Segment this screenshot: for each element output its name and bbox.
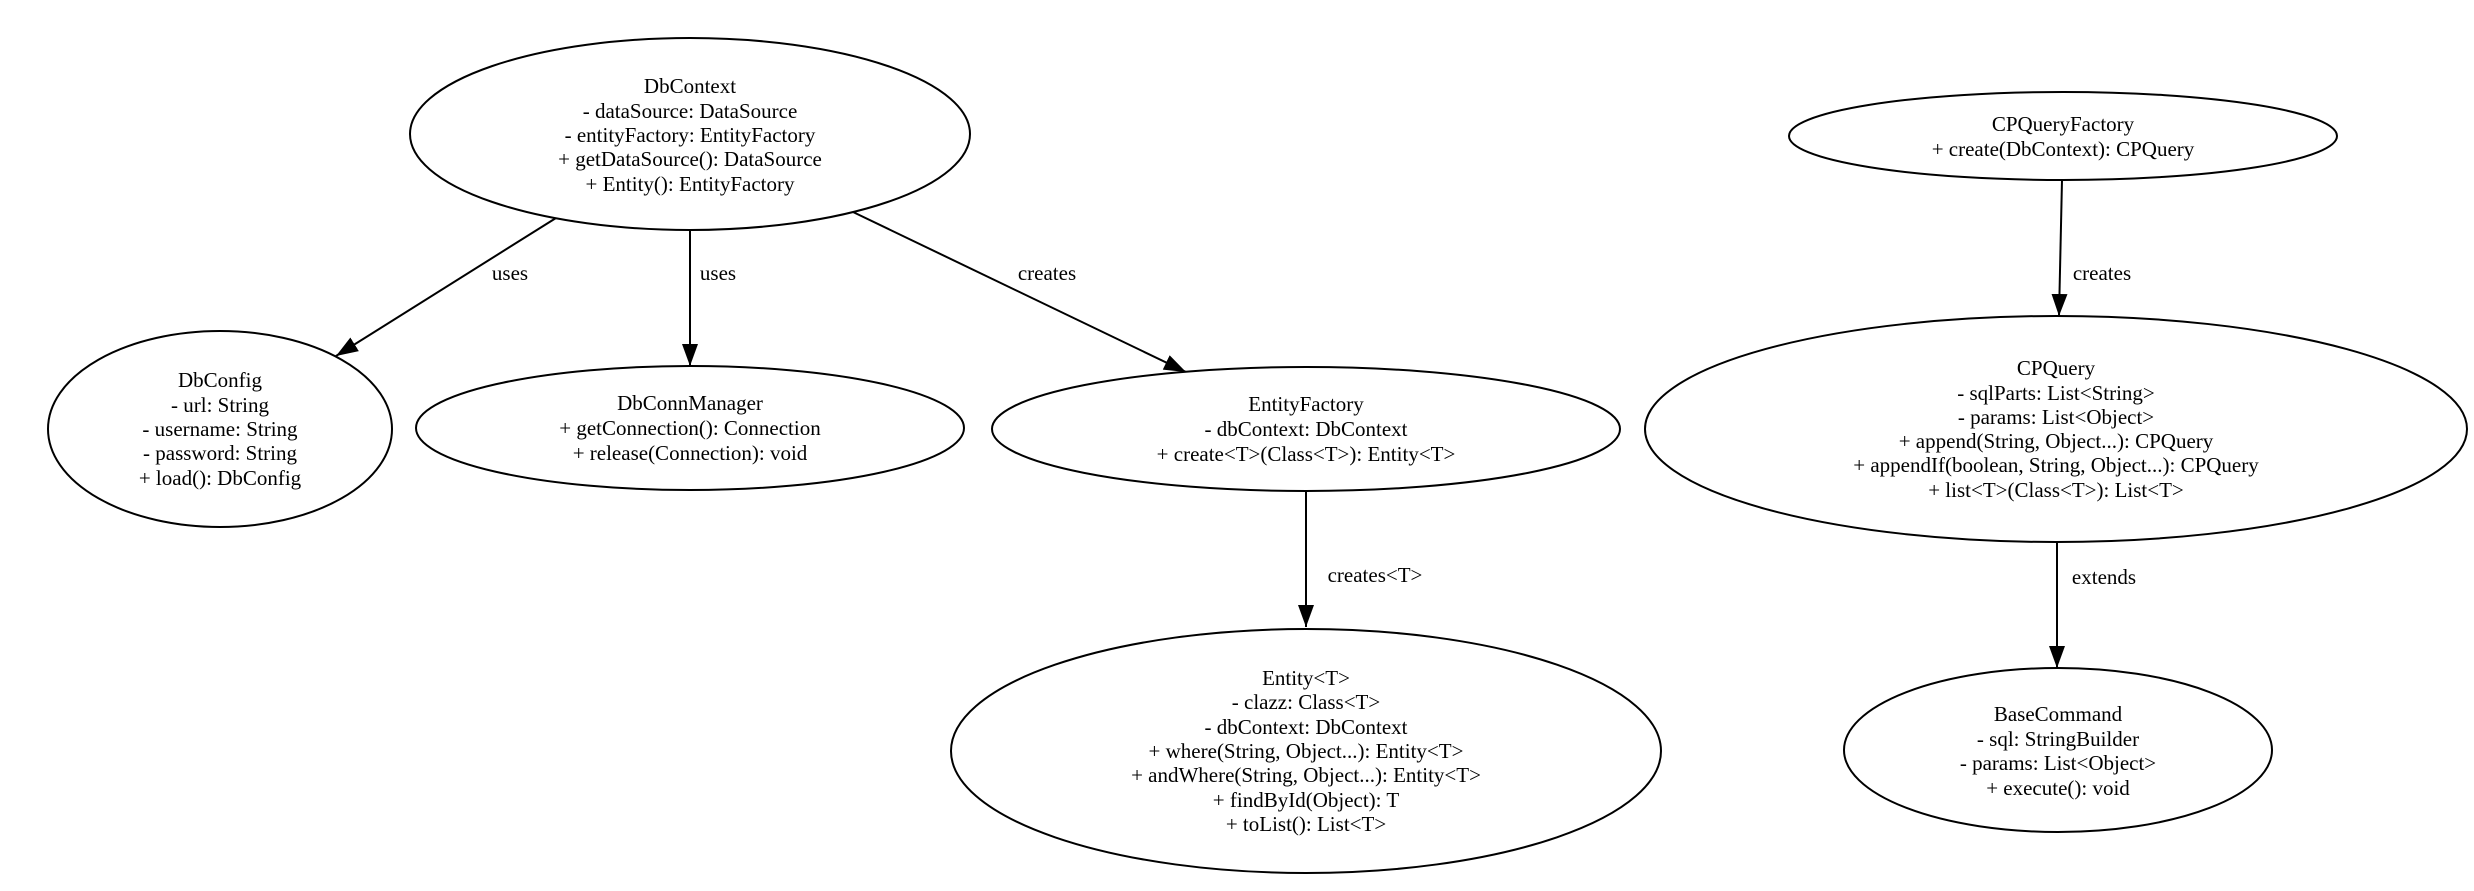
class-node-cpqueryfactory: CPQueryFactory + create(DbContext): CPQu… bbox=[1788, 91, 2338, 181]
edge-label: uses bbox=[700, 261, 736, 285]
edge-label: creates bbox=[2073, 261, 2131, 285]
class-member: - url: String bbox=[171, 393, 269, 417]
class-title: CPQueryFactory bbox=[1992, 112, 2135, 136]
class-member: + execute(): void bbox=[1986, 776, 2130, 800]
class-member: + where(String, Object...): Entity<T> bbox=[1149, 739, 1464, 763]
edge-entityfactory-entity: creates<T> bbox=[1298, 491, 1423, 627]
edge-cpquery-basecommand: extends bbox=[2049, 542, 2136, 668]
cpquery-ellipse bbox=[1644, 315, 2468, 543]
edge-dbcontext-dbconfig: uses bbox=[335, 217, 557, 357]
class-member: + toList(): List<T> bbox=[1226, 812, 1386, 836]
class-member: + Entity(): EntityFactory bbox=[586, 172, 795, 196]
class-node-dbcontext: DbContext - dataSource: DataSource - ent… bbox=[409, 37, 971, 231]
edge-line bbox=[2051, 179, 2068, 317]
class-member: + load(): DbConfig bbox=[139, 466, 302, 490]
cpqueryfactory-ellipse bbox=[1788, 91, 2338, 181]
edge-label: uses bbox=[492, 261, 528, 285]
class-member: - entityFactory: EntityFactory bbox=[565, 123, 816, 147]
edge-cpqueryfactory-cpquery: creates bbox=[2051, 179, 2131, 317]
edge-dbcontext-entityfactory: creates bbox=[852, 211, 1187, 373]
edge-label: creates<T> bbox=[1328, 563, 1423, 587]
class-title: CPQuery bbox=[2017, 356, 2096, 380]
class-member: + append(String, Object...): CPQuery bbox=[1899, 429, 2214, 453]
class-title: DbContext bbox=[644, 74, 736, 98]
class-member: + appendIf(boolean, String, Object...): … bbox=[1853, 453, 2259, 477]
class-title: DbConfig bbox=[178, 368, 263, 392]
class-member: - sql: StringBuilder bbox=[1977, 727, 2139, 751]
edge-label: extends bbox=[2072, 565, 2136, 589]
class-member: - params: List<Object> bbox=[1960, 751, 2156, 775]
dbconnmanager-ellipse bbox=[415, 365, 965, 491]
class-member: + create(DbContext): CPQuery bbox=[1932, 137, 2195, 161]
class-member: + findById(Object): T bbox=[1213, 788, 1400, 812]
class-member: - params: List<Object> bbox=[1958, 405, 2154, 429]
edge-label: creates bbox=[1018, 261, 1076, 285]
basecommand-ellipse bbox=[1843, 667, 2273, 833]
dbconfig-ellipse bbox=[47, 330, 393, 528]
class-member: + andWhere(String, Object...): Entity<T> bbox=[1131, 763, 1481, 787]
dbcontext-ellipse bbox=[409, 37, 971, 231]
entityfactory-ellipse bbox=[991, 366, 1621, 492]
class-member: + create<T>(Class<T>): Entity<T> bbox=[1157, 442, 1456, 466]
class-member: - dataSource: DataSource bbox=[583, 99, 798, 123]
class-member: + getDataSource(): DataSource bbox=[558, 147, 822, 171]
class-member: - password: String bbox=[143, 441, 297, 465]
class-title: EntityFactory bbox=[1248, 392, 1364, 416]
class-node-basecommand: BaseCommand - sql: StringBuilder - param… bbox=[1843, 667, 2273, 833]
edge-line bbox=[852, 211, 1187, 373]
class-title: BaseCommand bbox=[1994, 702, 2123, 726]
edge-dbcontext-dbconnmanager: uses bbox=[682, 230, 736, 366]
class-member: + release(Connection): void bbox=[573, 441, 808, 465]
edge-line bbox=[335, 217, 557, 357]
class-member: - dbContext: DbContext bbox=[1205, 417, 1408, 441]
class-node-dbconnmanager: DbConnManager + getConnection(): Connect… bbox=[415, 365, 965, 491]
class-node-entity: Entity<T> - clazz: Class<T> - dbContext:… bbox=[950, 628, 1662, 874]
class-member: - clazz: Class<T> bbox=[1232, 690, 1380, 714]
class-member: - dbContext: DbContext bbox=[1205, 715, 1408, 739]
class-member: + list<T>(Class<T>): List<T> bbox=[1928, 478, 2184, 502]
class-node-entityfactory: EntityFactory - dbContext: DbContext + c… bbox=[991, 366, 1621, 492]
class-member: + getConnection(): Connection bbox=[559, 416, 821, 440]
class-title: DbConnManager bbox=[617, 391, 763, 415]
class-title: Entity<T> bbox=[1262, 666, 1350, 690]
class-member: - username: String bbox=[142, 417, 298, 441]
entity-ellipse bbox=[950, 628, 1662, 874]
class-node-cpquery: CPQuery - sqlParts: List<String> - param… bbox=[1644, 315, 2468, 543]
nodes-layer: DbContext - dataSource: DataSource - ent… bbox=[47, 37, 2468, 874]
class-node-dbconfig: DbConfig - url: String - username: Strin… bbox=[47, 330, 393, 528]
class-member: - sqlParts: List<String> bbox=[1957, 381, 2155, 405]
edges-layer: uses uses creates creates<T> creates ext… bbox=[335, 179, 2136, 668]
